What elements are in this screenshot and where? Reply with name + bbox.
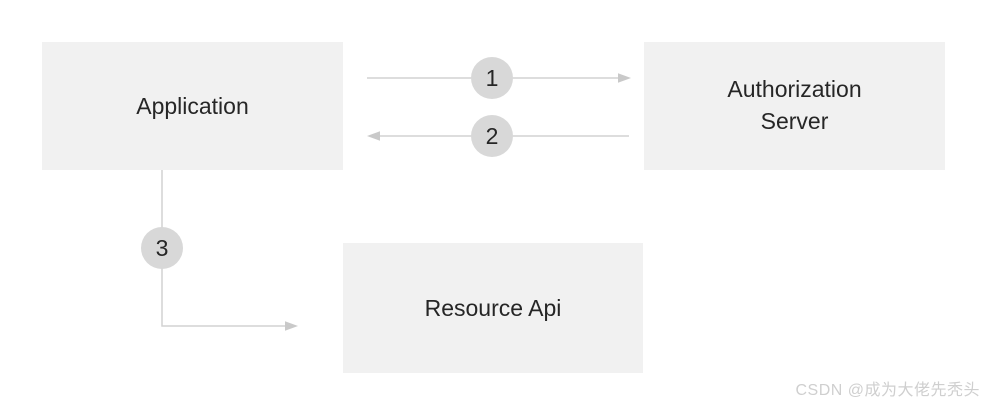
step-circle-3: 3 (141, 227, 183, 269)
arrow-left-icon (367, 131, 380, 141)
step-circle-1: 1 (471, 57, 513, 99)
step-circle-2: 2 (471, 115, 513, 157)
node-authorization-server-label: Authorization Server (727, 76, 862, 134)
node-authorization-server: Authorization Server (644, 42, 945, 170)
arrow-right-icon (285, 321, 298, 331)
node-application-label: Application (136, 92, 249, 119)
step-circle-3-number: 3 (155, 234, 169, 261)
step-circle-1-number: 1 (485, 64, 499, 91)
node-application: Application (42, 42, 343, 170)
step-circle-2-number: 2 (485, 122, 499, 149)
arrow-right-icon (618, 73, 631, 83)
node-resource-api: Resource Api (343, 243, 643, 373)
watermark: CSDN @成为大佬先秃头 (795, 382, 980, 399)
node-resource-api-label: Resource Api (424, 294, 562, 321)
